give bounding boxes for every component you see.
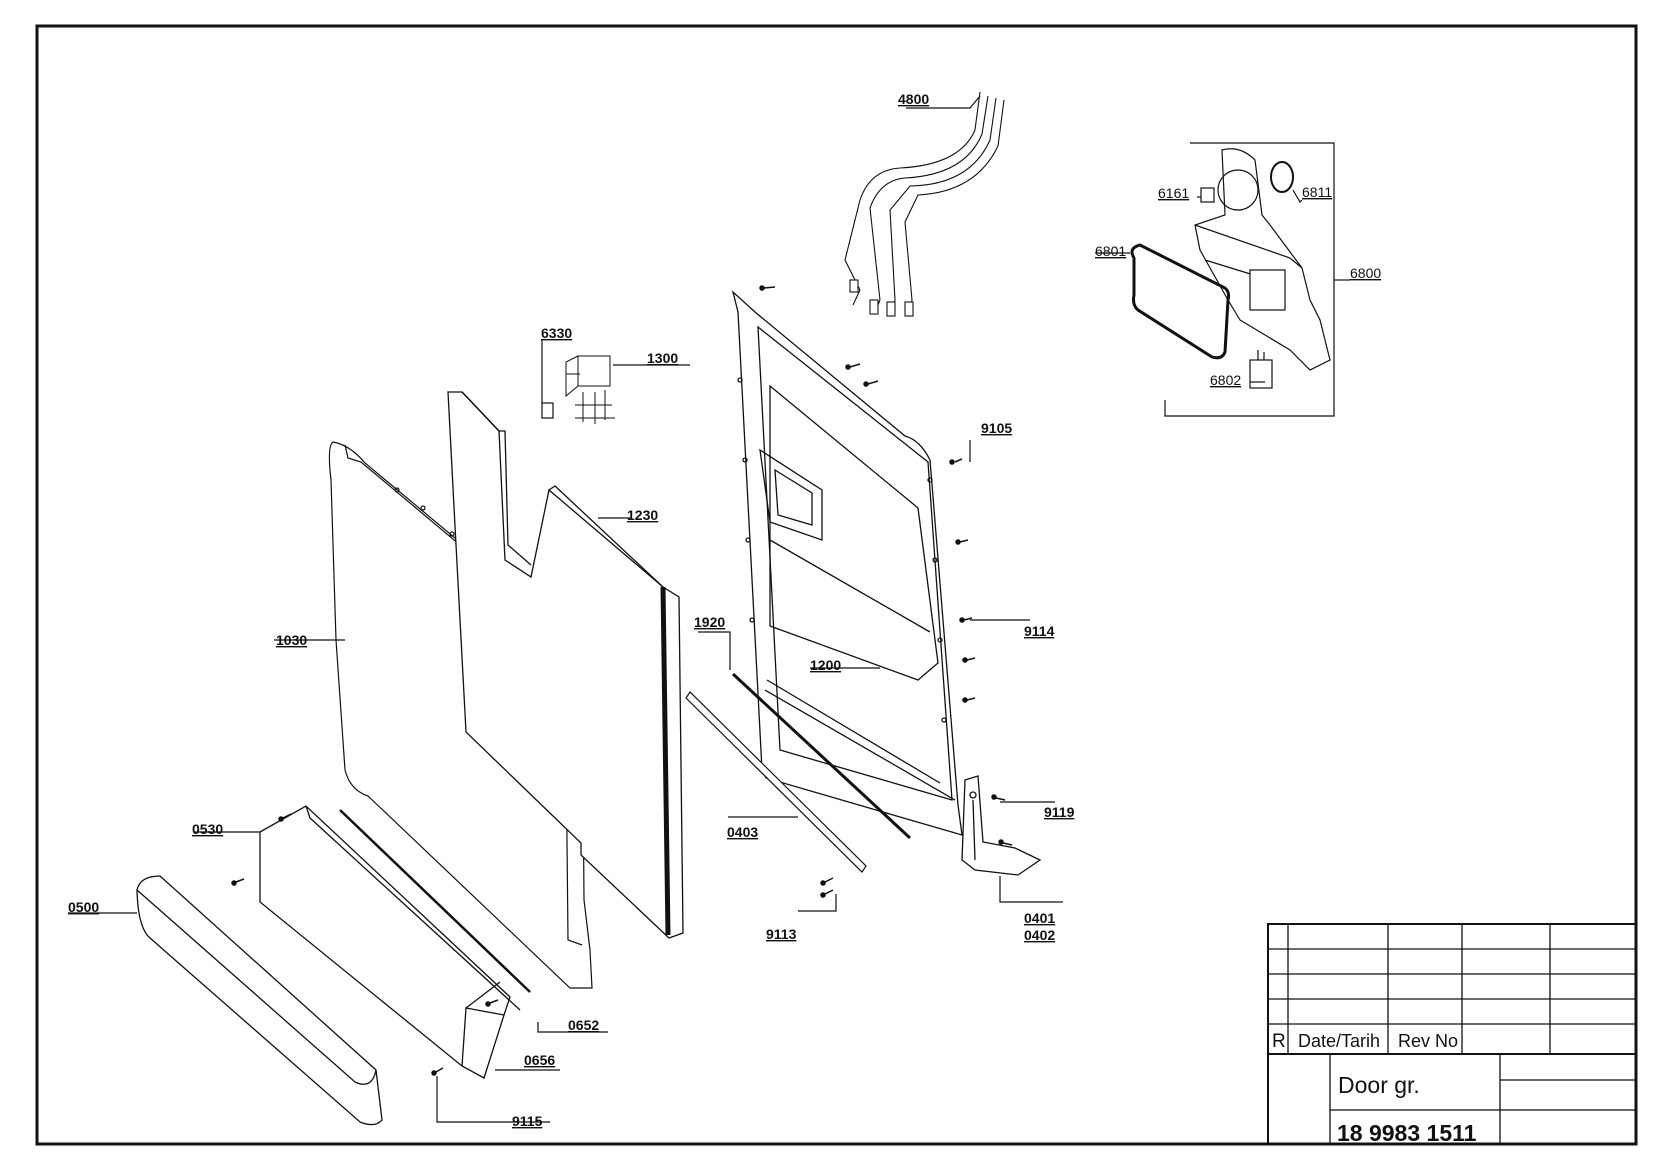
label-0403: 0403 — [727, 824, 758, 840]
title-block — [1267, 923, 1637, 1145]
leader-lines — [68, 95, 1350, 1123]
label-6800: 6800 — [1350, 265, 1381, 281]
part-1200-door-frame — [731, 290, 963, 836]
label-6811: 6811 — [1302, 184, 1332, 200]
label-1300: 1300 — [647, 350, 678, 366]
label-4800: 4800 — [898, 91, 929, 107]
label-9114: 9114 — [1024, 623, 1055, 639]
part-6811-gasket-ring — [1270, 161, 1294, 193]
label-0652: 0652 — [568, 1017, 599, 1033]
label-1030: 1030 — [276, 632, 307, 648]
part-0401-0402-hinge — [961, 775, 1042, 876]
title-block-date-header: Date/Tarih — [1298, 1031, 1380, 1051]
part-1300-module — [565, 355, 615, 424]
sheet-border — [35, 24, 1638, 1146]
part-6330-clip — [541, 402, 554, 419]
label-1920: 1920 — [694, 614, 725, 630]
screws — [231, 285, 1013, 1076]
part-0652-strip — [339, 809, 531, 993]
title-block-rev-no-header: Rev No — [1398, 1031, 1458, 1051]
part-4800-wiring-harness — [844, 91, 1005, 317]
label-6330: 6330 — [541, 325, 572, 341]
label-9115: 9115 — [512, 1113, 543, 1129]
label-0402: 0402 — [1024, 927, 1055, 943]
label-0500: 0500 — [68, 899, 99, 915]
label-9119: 9119 — [1044, 804, 1075, 820]
label-1230: 1230 — [627, 507, 658, 523]
part-6801-seal — [1130, 243, 1231, 360]
title-block-drawing-number: 18 9983 1511 — [1337, 1120, 1477, 1146]
part-1230-insulation — [447, 391, 684, 939]
label-6801: 6801 — [1095, 243, 1126, 259]
label-6802: 6802 — [1210, 372, 1241, 388]
part-6802-actuator — [1249, 350, 1273, 389]
title-block-title: Door gr. — [1338, 1072, 1420, 1098]
label-9105: 9105 — [981, 420, 1012, 436]
label-1200: 1200 — [810, 657, 841, 673]
part-6161-clip — [1200, 187, 1215, 203]
label-9113: 9113 — [766, 926, 797, 942]
label-0401: 0401 — [1024, 910, 1055, 926]
part-0500-front-bar — [136, 875, 383, 1126]
title-block-rev-marker: R — [1272, 1031, 1286, 1052]
label-6161: 6161 — [1158, 185, 1189, 201]
part-0530-control-panel — [259, 805, 521, 1079]
label-0530: 0530 — [192, 821, 223, 837]
part-1920-seal-strip — [731, 672, 912, 840]
part-0403-rail — [685, 691, 867, 873]
label-0656: 0656 — [524, 1052, 555, 1068]
